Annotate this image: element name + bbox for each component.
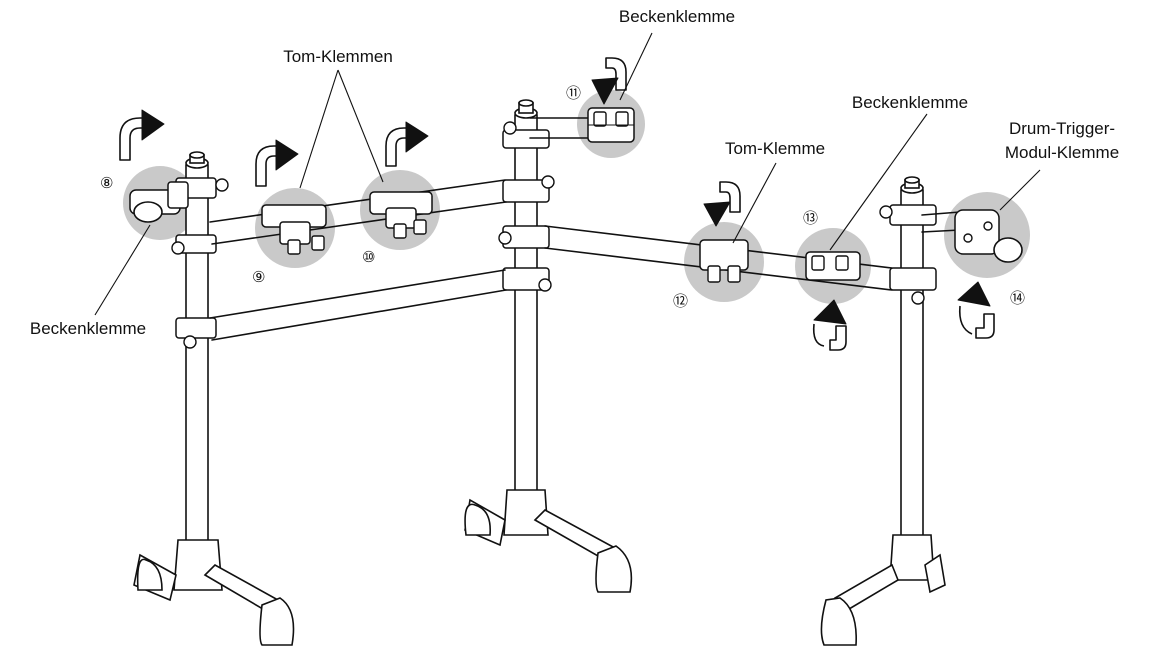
- label-tom-clamps: Tom-Klemmen: [283, 47, 393, 66]
- leader-tom-clamps-9: [299, 69, 339, 189]
- step-numbers: ⑧ ⑨ ⑩ ⑪ ⑫ ⑬ ⑭: [100, 84, 1025, 310]
- rotation-arrow-icon: [812, 299, 847, 351]
- clamp-icon: [129, 181, 189, 223]
- step-number-9: ⑨: [252, 268, 265, 286]
- step-number-8: ⑧: [100, 174, 113, 192]
- leader-lines: [94, 32, 1041, 316]
- rotation-arrow-icon: [119, 109, 165, 161]
- leader-tom-clamp: [732, 162, 777, 244]
- right-stand: [820, 176, 946, 646]
- step-number-11: ⑪: [566, 84, 581, 102]
- step-number-12: ⑫: [673, 292, 688, 310]
- rotation-arrow-icon: [957, 281, 995, 339]
- rotation-arrow-icon: [255, 139, 299, 187]
- clamp-icon: [369, 191, 433, 239]
- rotation-arrow-icon: [703, 181, 741, 227]
- label-tom-clamp: Tom-Klemme: [725, 139, 825, 158]
- center-stand: [464, 99, 633, 593]
- clamps: [129, 107, 1023, 283]
- clamp-icon: [699, 239, 749, 283]
- step-number-10: ⑩: [362, 248, 375, 266]
- label-cymbal-clamp-right: Beckenklemme: [852, 93, 968, 112]
- label-cymbal-clamp-top: Beckenklemme: [619, 7, 735, 26]
- leader-cymbal-left: [94, 224, 151, 316]
- leader-module-clamp: [999, 169, 1041, 211]
- rotation-arrow-icon: [591, 57, 627, 105]
- label-module-clamp-line1: Drum-Trigger-: [1009, 119, 1115, 138]
- clamp-icon: [805, 251, 861, 281]
- leader-cymbal-top: [619, 32, 653, 101]
- rotation-arrows: [119, 57, 995, 351]
- label-cymbal-clamp-left: Beckenklemme: [30, 319, 146, 338]
- labels: Tom-Klemmen Beckenklemme Beckenklemme To…: [30, 7, 1119, 338]
- step-number-13: ⑬: [803, 209, 818, 227]
- rotation-arrow-icon: [385, 121, 429, 167]
- leader-tom-clamps-10: [337, 69, 384, 183]
- left-stand: [133, 151, 295, 646]
- clamp-icon: [954, 209, 1023, 263]
- clamp-icon: [261, 204, 327, 255]
- clamp-icon: [587, 107, 635, 143]
- label-module-clamp-line2: Modul-Klemme: [1005, 143, 1119, 162]
- step-number-14: ⑭: [1010, 289, 1025, 307]
- leader-cymbal-right: [829, 113, 928, 251]
